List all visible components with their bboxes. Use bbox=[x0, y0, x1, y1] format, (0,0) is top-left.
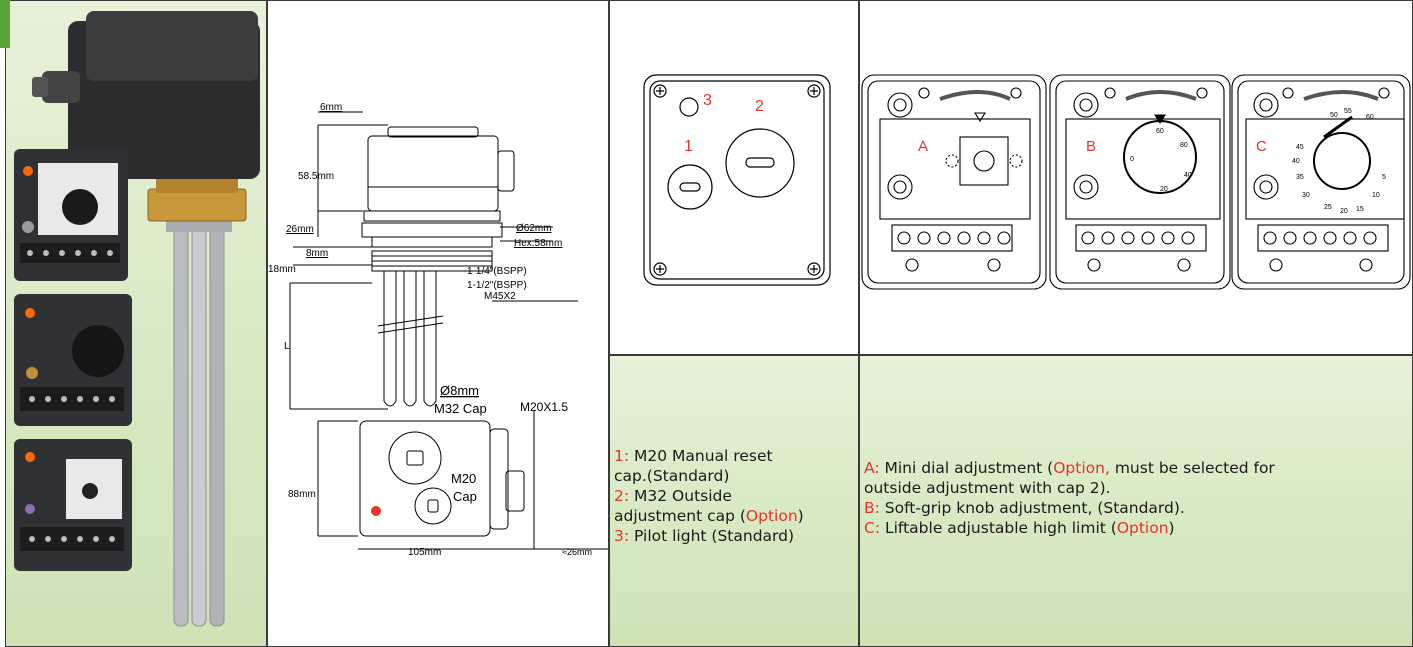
brass-fitting bbox=[147, 188, 247, 222]
cap-desc-line-4: adjustment cap (Option) bbox=[614, 507, 804, 525]
housing-front bbox=[317, 411, 608, 550]
adjust-desc-line-4: C: Liftable adjustable high limit (Optio… bbox=[864, 519, 1175, 537]
dial-c-mark-11: 5 bbox=[1382, 174, 1386, 181]
panel-label-a: A bbox=[918, 138, 928, 155]
label-bsp1: 1-1/4"(BSPP) bbox=[467, 266, 527, 277]
cap-diagram-cell: 1 2 3 bbox=[609, 0, 859, 355]
tubes bbox=[377, 271, 444, 407]
cap-1-circle bbox=[667, 164, 713, 210]
adjust-desc-line-3: B: Soft-grip knob adjustment, (Standard)… bbox=[864, 499, 1185, 517]
dimension-drawing-cell: 6mm 58.5mm 26mm 8mm 18mm Ø62mm Hex.58mm … bbox=[267, 0, 609, 647]
product-photo bbox=[14, 11, 260, 627]
enclosure-photo bbox=[32, 11, 260, 179]
cap-desc-line-1: 1: M20 Manual reset bbox=[614, 447, 773, 465]
cap-desc-line-3: 2: M32 Outside bbox=[614, 487, 732, 505]
cap-desc-line-2: cap.(Standard) bbox=[614, 467, 730, 485]
label-hex: Hex.58mm bbox=[514, 238, 562, 249]
adjustment-diagram-cell: 60 80 40 20 0 bbox=[859, 0, 1413, 355]
adjustment-diagram: 60 80 40 20 0 bbox=[861, 74, 1411, 290]
dial-c-mark-3: 45 bbox=[1296, 144, 1304, 151]
dial-c-mark-5: 35 bbox=[1296, 174, 1304, 181]
adjust-desc-line-1: A: Mini dial adjustment (Option, must be… bbox=[864, 459, 1275, 477]
dial-b-mark-0: 60 bbox=[1156, 128, 1164, 135]
dial-c-mark-6: 30 bbox=[1302, 192, 1310, 199]
cap-label-3: 3 bbox=[703, 92, 712, 109]
dial-c-mark-2: 60 bbox=[1366, 114, 1374, 121]
cap-description: 1: M20 Manual reset cap.(Standard) 2: M3… bbox=[614, 446, 858, 546]
label-6mm: 6mm bbox=[320, 102, 342, 113]
dial-c-mark-0: 50 bbox=[1330, 112, 1338, 119]
dial-b-mark-3: 20 bbox=[1160, 186, 1168, 193]
label-m20x: M20X1.5 bbox=[520, 400, 568, 414]
dial-c-mark-1: 55 bbox=[1344, 108, 1352, 115]
label-m20: M20 bbox=[451, 471, 476, 486]
label-8mm: 8mm bbox=[306, 248, 328, 259]
cap-label-2: 2 bbox=[755, 98, 764, 115]
product-photo-cell bbox=[5, 0, 267, 647]
cap-2-circle bbox=[725, 128, 795, 198]
dial-c-mark-9: 15 bbox=[1356, 206, 1364, 213]
dial-b-mark-2: 40 bbox=[1184, 172, 1192, 179]
label-62mm: Ø62mm bbox=[516, 223, 552, 234]
panel-label-c: C bbox=[1256, 138, 1267, 155]
dimension-drawing: 6mm 58.5mm 26mm 8mm 18mm Ø62mm Hex.58mm … bbox=[268, 102, 608, 558]
label-105mm: 105mm bbox=[408, 547, 441, 558]
housing-side bbox=[361, 126, 515, 272]
label-m45: M45X2 bbox=[484, 291, 516, 302]
label-58-5mm: 58.5mm bbox=[298, 171, 334, 182]
label-bsp2: 1-1/2"(BSPP) bbox=[467, 280, 527, 291]
dial-c-mark-8: 20 bbox=[1340, 208, 1348, 215]
panel-label-b: B bbox=[1086, 138, 1096, 155]
adjust-desc-line-2: outside adjustment with cap 2). bbox=[864, 479, 1111, 497]
dial-c-mark-4: 40 bbox=[1292, 158, 1300, 165]
adjust-description: A: Mini dial adjustment (Option, must be… bbox=[864, 458, 1410, 538]
panel-c: 50 55 60 45 40 35 30 25 20 15 10 5 bbox=[1231, 74, 1411, 290]
thread bbox=[372, 255, 492, 267]
label-8mm-dia: Ø8mm bbox=[440, 383, 479, 398]
panel-a bbox=[861, 74, 1047, 290]
dial-b-mark-4: 0 bbox=[1130, 156, 1134, 163]
accent-bar bbox=[0, 0, 10, 48]
label-cap: Cap bbox=[453, 489, 477, 504]
thumbnail-mini-dial bbox=[14, 439, 132, 571]
cap-description-cell: 1: M20 Manual reset cap.(Standard) 2: M3… bbox=[609, 355, 859, 647]
dial-c-mark-10: 10 bbox=[1372, 192, 1380, 199]
dial-c-mark-7: 25 bbox=[1324, 204, 1332, 211]
cap-diagram: 1 2 3 bbox=[643, 74, 831, 286]
cap-label-1: 1 bbox=[684, 138, 693, 155]
corner-screws bbox=[653, 84, 821, 276]
label-L: L bbox=[284, 341, 290, 352]
label-18mm: 18mm bbox=[268, 264, 296, 275]
label-88mm: 88mm bbox=[288, 489, 316, 500]
cap-desc-line-5: 3: Pilot light (Standard) bbox=[614, 527, 795, 545]
label-26mm-b: ≈26mm bbox=[562, 547, 592, 557]
thumbnail-soft-grip bbox=[14, 294, 132, 426]
dial-b-mark-1: 80 bbox=[1180, 142, 1188, 149]
adjust-description-cell: A: Mini dial adjustment (Option, must be… bbox=[859, 355, 1413, 647]
label-26mm: 26mm bbox=[286, 224, 314, 235]
label-m32-cap: M32 Cap bbox=[434, 401, 487, 416]
pilot-light-circle bbox=[679, 97, 699, 117]
thumbnail-knob-dial bbox=[14, 149, 128, 281]
panel-b: 60 80 40 20 0 bbox=[1049, 74, 1231, 290]
heater-elements bbox=[166, 215, 232, 627]
